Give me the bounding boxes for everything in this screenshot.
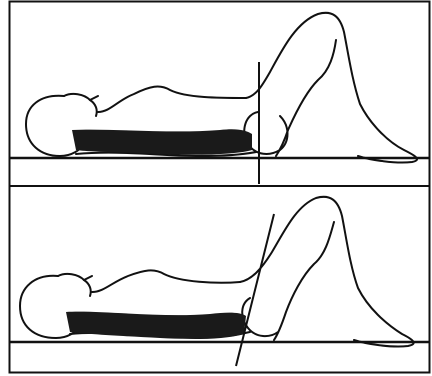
- spine-top: [72, 129, 252, 155]
- face-bottom: [58, 274, 91, 296]
- chest-top: [98, 87, 246, 112]
- face-top: [64, 94, 97, 116]
- leg-bottom: [240, 197, 414, 347]
- leg-top: [246, 13, 417, 163]
- inner-leg-top: [276, 40, 336, 156]
- chest-bottom: [92, 270, 240, 292]
- inner-leg-bottom: [274, 222, 334, 340]
- chin-top: [90, 96, 98, 100]
- spine-bottom: [66, 312, 246, 339]
- head-top: [26, 96, 84, 156]
- chin-bottom: [84, 276, 92, 280]
